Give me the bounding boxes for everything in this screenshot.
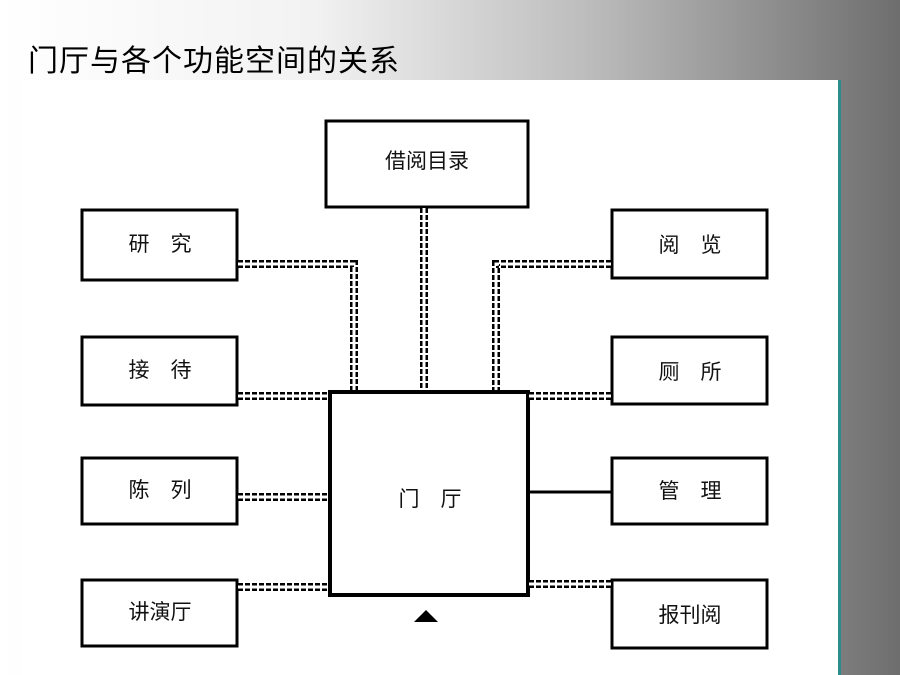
label-left-4: 讲演厅 — [128, 600, 192, 624]
box-left-2 — [80, 335, 239, 407]
label-right-1: 阅 览 — [658, 233, 722, 257]
box-left-4 — [80, 578, 239, 648]
box-left-3 — [80, 456, 239, 526]
label-top: 借阅目录 — [385, 149, 469, 173]
box-top — [324, 119, 530, 209]
label-center: 门 厅 — [398, 487, 462, 511]
box-right-3 — [610, 456, 769, 526]
label-left-1: 研 究 — [128, 232, 192, 256]
box-right-2 — [610, 335, 769, 406]
label-left-2: 接 待 — [128, 358, 192, 382]
label-right-4: 报刊阅 — [658, 603, 722, 627]
connector-highlights — [238, 208, 611, 589]
box-right-4 — [610, 578, 769, 650]
entrance-arrow-icon — [414, 610, 438, 622]
box-left-1 — [80, 208, 239, 282]
label-right-2: 厕 所 — [658, 360, 722, 384]
label-right-3: 管 理 — [658, 479, 722, 503]
box-right-1 — [610, 208, 769, 280]
slide-title: 门厅与各个功能空间的关系 — [28, 44, 400, 79]
label-left-3: 陈 列 — [128, 478, 192, 502]
box-center — [328, 390, 530, 597]
